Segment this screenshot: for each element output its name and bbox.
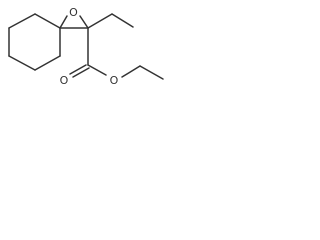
cyclohexane-ring xyxy=(8,13,61,71)
ring-bond xyxy=(8,13,36,29)
ethoxy-bond xyxy=(121,65,141,78)
epoxide-bond xyxy=(79,15,89,29)
ethyl-bond xyxy=(87,13,113,29)
ester-group xyxy=(69,27,164,80)
epoxide-oxygen-label: O xyxy=(69,6,78,19)
epoxide-bond xyxy=(59,15,68,29)
carbonyl-oxygen-label: O xyxy=(60,74,69,87)
ethoxy-bond xyxy=(139,65,164,80)
ester-single-bond xyxy=(87,64,107,76)
chemical-structure: O O O xyxy=(8,6,164,87)
ring-bond xyxy=(34,55,61,71)
ring-bond xyxy=(8,55,36,71)
carbonyl-double-bond xyxy=(72,67,90,78)
ring-bond xyxy=(34,13,61,29)
ethyl-group xyxy=(87,13,134,29)
epoxide-ring xyxy=(59,15,89,29)
ester-oxygen-label: O xyxy=(110,74,119,87)
carbonyl-double-bond xyxy=(69,64,87,75)
ethyl-bond xyxy=(111,13,134,28)
